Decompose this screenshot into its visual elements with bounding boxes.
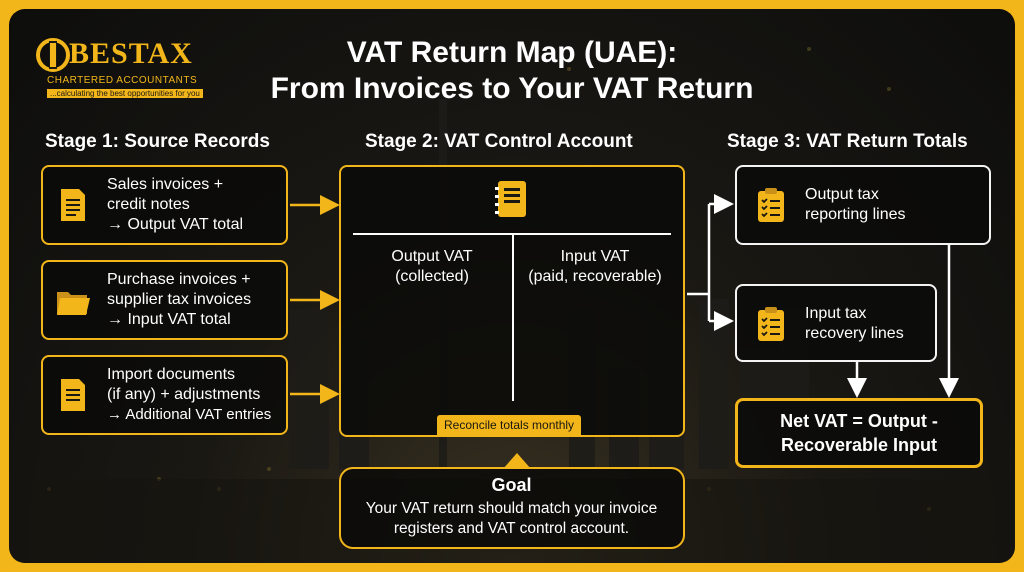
t-account-vertical-rule	[512, 233, 514, 401]
source-sales-invoices: Sales invoices + credit notes → Output V…	[41, 165, 288, 245]
return-line-1: Output tax	[805, 186, 879, 203]
input-vat-label: Input VAT	[560, 248, 630, 265]
vat-control-account: Output VAT (collected) Input VAT (paid, …	[339, 165, 685, 437]
source-import-documents: Import documents (if any) + adjustments …	[41, 355, 288, 435]
stage-2-heading: Stage 2: VAT Control Account	[365, 131, 633, 152]
source-line-2: (if any) + adjustments	[107, 386, 261, 403]
stage-3-heading: Stage 3: VAT Return Totals	[727, 131, 968, 152]
goal-line-2: registers and VAT control account.	[393, 520, 630, 537]
source-line-3: → Output VAT total	[107, 216, 244, 233]
source-line-1: Sales invoices +	[107, 176, 224, 193]
net-vat-line-1: Net VAT = Output -	[780, 411, 938, 431]
logo: BESTAX CHARTERED ACCOUNTANTS ...calculat…	[35, 33, 215, 103]
document-icon	[61, 379, 85, 411]
logo-brand: BESTAX	[69, 37, 193, 70]
logo-mark-icon	[36, 38, 70, 72]
goal-box: Goal Your VAT return should match your i…	[339, 467, 685, 549]
return-line-2: reporting lines	[805, 206, 906, 223]
source-line-1: Purchase invoices +	[107, 271, 251, 288]
goal-title: Goal	[491, 475, 532, 495]
ledger-icon	[495, 181, 526, 217]
return-line-1: Input tax	[805, 305, 867, 322]
source-line-3: → Additional VAT entries	[107, 406, 272, 423]
output-tax-reporting-box: Output tax reporting lines	[735, 165, 991, 245]
source-line-1: Import documents	[107, 366, 236, 383]
goal-pointer	[503, 453, 531, 469]
connector-arrows	[290, 194, 959, 404]
net-vat-line-2: Recoverable Input	[780, 435, 938, 455]
folder-icon	[57, 292, 90, 315]
title-line-1: VAT Return Map (UAE):	[346, 36, 678, 69]
logo-line-2: ...calculating the best opportunities fo…	[47, 89, 203, 98]
clipboard-checklist-icon	[758, 307, 784, 341]
document-icon	[61, 189, 85, 221]
net-vat-box: Net VAT = Output - Recoverable Input	[735, 398, 983, 468]
return-line-2: recovery lines	[805, 325, 904, 342]
reconcile-badge: Reconcile totals monthly	[437, 415, 582, 435]
title-line-2: From Invoices to Your VAT Return	[270, 72, 754, 105]
source-line-3: → Input VAT total	[107, 311, 231, 328]
source-line-2: supplier tax invoices	[107, 291, 252, 308]
source-line-2: credit notes	[107, 196, 190, 213]
diagram-canvas: BESTAX CHARTERED ACCOUNTANTS ...calculat…	[9, 9, 1015, 563]
goal-line-1: Your VAT return should match your invoic…	[365, 500, 658, 517]
source-purchase-invoices: Purchase invoices + supplier tax invoice…	[41, 260, 288, 340]
output-vat-sublabel: (collected)	[395, 268, 469, 285]
logo-line-1: CHARTERED ACCOUNTANTS	[47, 75, 198, 86]
clipboard-checklist-icon	[758, 188, 784, 222]
input-tax-recovery-box: Input tax recovery lines	[735, 284, 937, 362]
output-vat-label: Output VAT	[391, 248, 473, 265]
input-vat-sublabel: (paid, recoverable)	[528, 268, 662, 285]
stage-1-heading: Stage 1: Source Records	[45, 131, 270, 152]
